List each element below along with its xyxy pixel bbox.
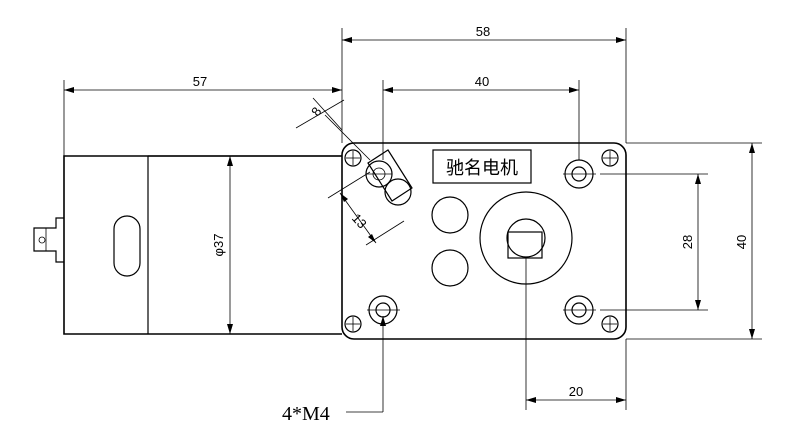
- corner-hole-bottom-right: [601, 315, 619, 333]
- endcap-slot: [113, 215, 141, 277]
- dimension-gearbox-height: [626, 142, 762, 340]
- corner-hole-top-right: [601, 149, 619, 167]
- corner-hole-top-left: [344, 149, 362, 167]
- dimension-slot-length: [327, 171, 405, 246]
- dimension-28-label: 28: [680, 235, 695, 249]
- dimension-57-label: 57: [193, 74, 207, 89]
- mounting-callout-leader: [346, 316, 386, 413]
- mounting-hole-bottom-right: [563, 295, 596, 325]
- dimension-motor-length: [63, 80, 342, 156]
- dimension-phi37-label: φ37: [211, 234, 226, 257]
- mounting-callout-label: 4*M4: [282, 403, 330, 425]
- dimension-hole-spacing-vertical: [600, 173, 708, 311]
- slotted-mounting-hole: [365, 149, 413, 206]
- brand-label: 驰名电机: [446, 158, 518, 178]
- dimension-motor-diameter: [227, 156, 233, 334]
- dimension-slot-width: [295, 97, 371, 161]
- dimension-13-label: 13: [349, 211, 370, 232]
- dimension-hole-spacing-horizontal: [382, 80, 580, 160]
- dimension-overall-width: [341, 28, 627, 143]
- dimension-40-top-label: 40: [475, 74, 489, 89]
- dimension-20-label: 20: [569, 384, 583, 399]
- mounting-hole-top-right: [563, 159, 596, 189]
- dimension-58-label: 58: [476, 24, 490, 39]
- dimension-8-label: 8: [308, 104, 324, 119]
- dimension-shaft-offset: [525, 258, 627, 410]
- corner-hole-bottom-left: [344, 315, 362, 333]
- gear-boss-upper: [431, 196, 469, 234]
- terminal-tab: [33, 217, 64, 263]
- motor-body: [33, 155, 342, 335]
- dimension-40-right-label: 40: [734, 235, 749, 249]
- gear-boss-lower: [431, 249, 469, 287]
